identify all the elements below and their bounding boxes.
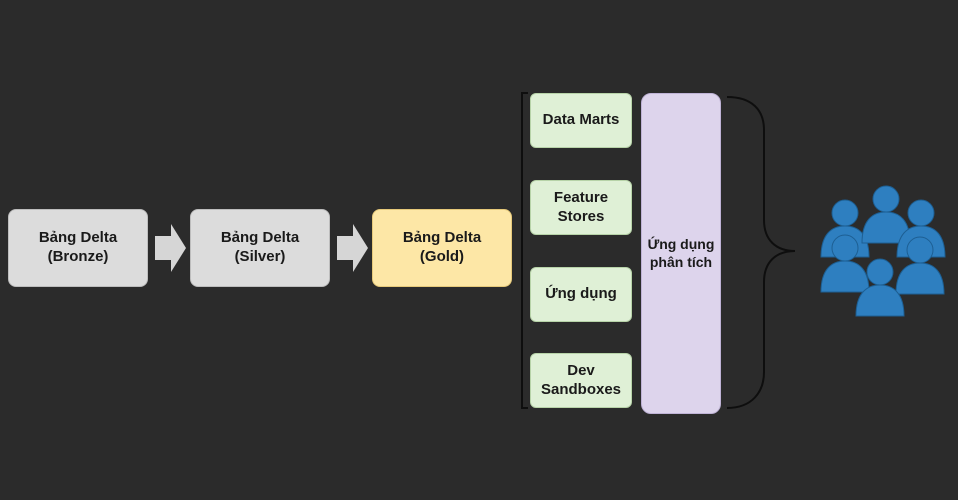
consumer-data-marts: Data Marts [530,93,632,148]
consumer-ung-dung-label: Ứng dụng [545,285,617,303]
consumer-data-marts-label: Data Marts [542,111,620,129]
arrow-silver-gold [337,224,368,272]
consumer-feature-stores-label: Feature Stores [553,188,609,225]
consumer-feature-stores: Feature Stores [530,180,632,235]
consumer-dev-sandboxes: Dev Sandboxes [530,353,632,408]
analytics-apps-box: Ứng dụng phân tích [641,93,721,414]
stage-silver-label: Bảng Delta (Silver) [220,229,300,265]
fanout-bracket [521,92,528,409]
analytics-apps-label: Ứng dụng phân tích [647,236,715,270]
arrow-bronze-silver [155,224,186,272]
stage-bronze-label: Bảng Delta (Bronze) [38,229,118,265]
consumer-ung-dung: Ứng dụng [530,267,632,322]
stage-gold-label: Bảng Delta (Gold) [402,229,482,265]
stage-gold-box: Bảng Delta (Gold) [372,209,512,287]
stage-silver-box: Bảng Delta (Silver) [190,209,330,287]
stage-bronze-box: Bảng Delta (Bronze) [8,209,148,287]
consumer-dev-sandboxes-label: Dev Sandboxes [540,361,622,398]
curly-brace [726,96,796,409]
